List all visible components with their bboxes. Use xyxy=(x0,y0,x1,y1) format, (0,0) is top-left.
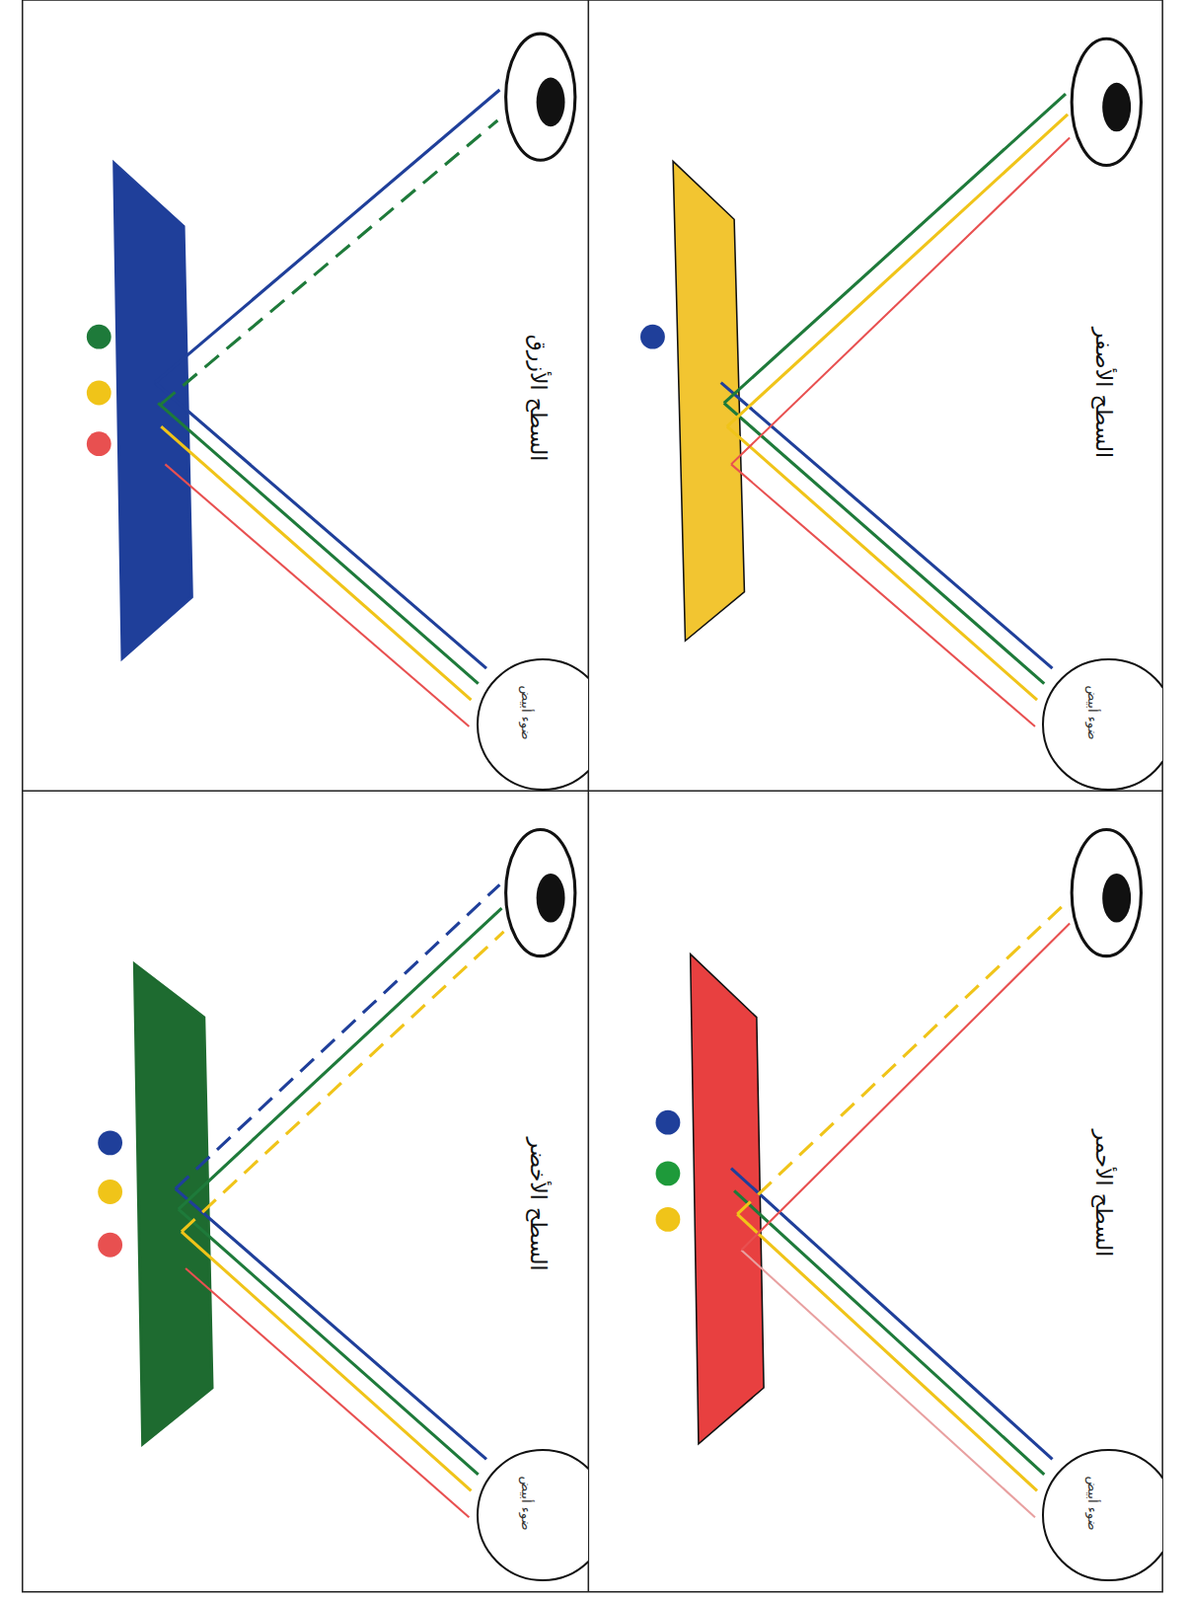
surface-label: السطح الأحمر xyxy=(1091,1129,1116,1258)
light-source-circle: ضوء أبيض xyxy=(1041,658,1163,791)
panel-clip: ضوء أبيض xyxy=(22,790,590,1591)
surface-label: السطح الأزرق xyxy=(524,334,550,462)
light-source-circle: ضوء أبيض xyxy=(476,658,590,791)
light-source-label: ضوء أبيض xyxy=(1084,1476,1100,1531)
light-source-label: ضوء أبيض xyxy=(518,1476,533,1531)
panel-clip: ضوء أبيض xyxy=(22,0,590,791)
light-source-label: ضوء أبيض xyxy=(518,685,533,741)
panel-clip: ضوء أبيض xyxy=(588,0,1163,791)
light-source-label: ضوء أبيض xyxy=(1084,685,1100,741)
panel-clip: ضوء أبيض xyxy=(588,790,1163,1591)
light-source-circle: ضوء أبيض xyxy=(1041,1448,1163,1581)
light-source-circle: ضوء أبيض xyxy=(476,1448,590,1581)
surface-label: السطح الأخضر xyxy=(524,1136,550,1270)
surface-label: السطح الأصفر xyxy=(1091,327,1116,458)
